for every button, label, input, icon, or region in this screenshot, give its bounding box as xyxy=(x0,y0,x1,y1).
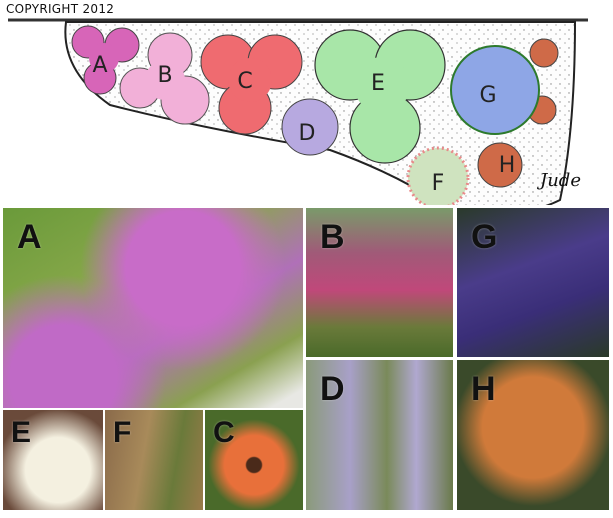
plant-e xyxy=(314,29,446,164)
plant-h xyxy=(477,38,559,188)
plan-label-a: A xyxy=(92,53,107,78)
plant-f xyxy=(406,146,470,205)
photo-h: H xyxy=(457,360,609,510)
plan-label-d: D xyxy=(299,121,316,146)
photo-label-b: B xyxy=(320,218,345,256)
photo-label-f: F xyxy=(113,416,132,449)
photo-label-e: E xyxy=(11,416,32,449)
photo-label-g: G xyxy=(471,218,498,256)
photo-b: B xyxy=(306,208,453,357)
photo-c: C xyxy=(205,410,303,510)
plan-label-g: G xyxy=(479,83,496,108)
plan-label-f: F xyxy=(432,171,445,196)
photo-g: G xyxy=(457,208,609,357)
photo-a: A xyxy=(3,208,303,408)
photo-label-d: D xyxy=(320,370,345,408)
plant-g xyxy=(450,45,540,135)
plan-label-h: H xyxy=(499,153,516,178)
photo-e: E xyxy=(3,410,103,510)
garden-plan-drawing: A B C D E F G H xyxy=(8,18,588,205)
plant-c xyxy=(200,34,303,135)
photo-label-c: C xyxy=(213,416,235,449)
plan-labels: A B C D E F G H xyxy=(92,53,515,196)
photo-d: D xyxy=(306,360,453,510)
plan-label-e: E xyxy=(371,71,385,96)
photo-f: F xyxy=(105,410,203,510)
plant-d xyxy=(281,98,339,156)
artist-signature: Jude xyxy=(540,170,581,191)
photo-label-h: H xyxy=(471,370,496,408)
copyright-text: COPYRIGHT 2012 xyxy=(6,2,115,16)
plant-a xyxy=(71,25,140,95)
plan-label-c: C xyxy=(237,69,252,94)
plan-label-b: B xyxy=(157,63,172,88)
plant-b xyxy=(119,32,210,125)
photo-label-a: A xyxy=(17,218,42,256)
